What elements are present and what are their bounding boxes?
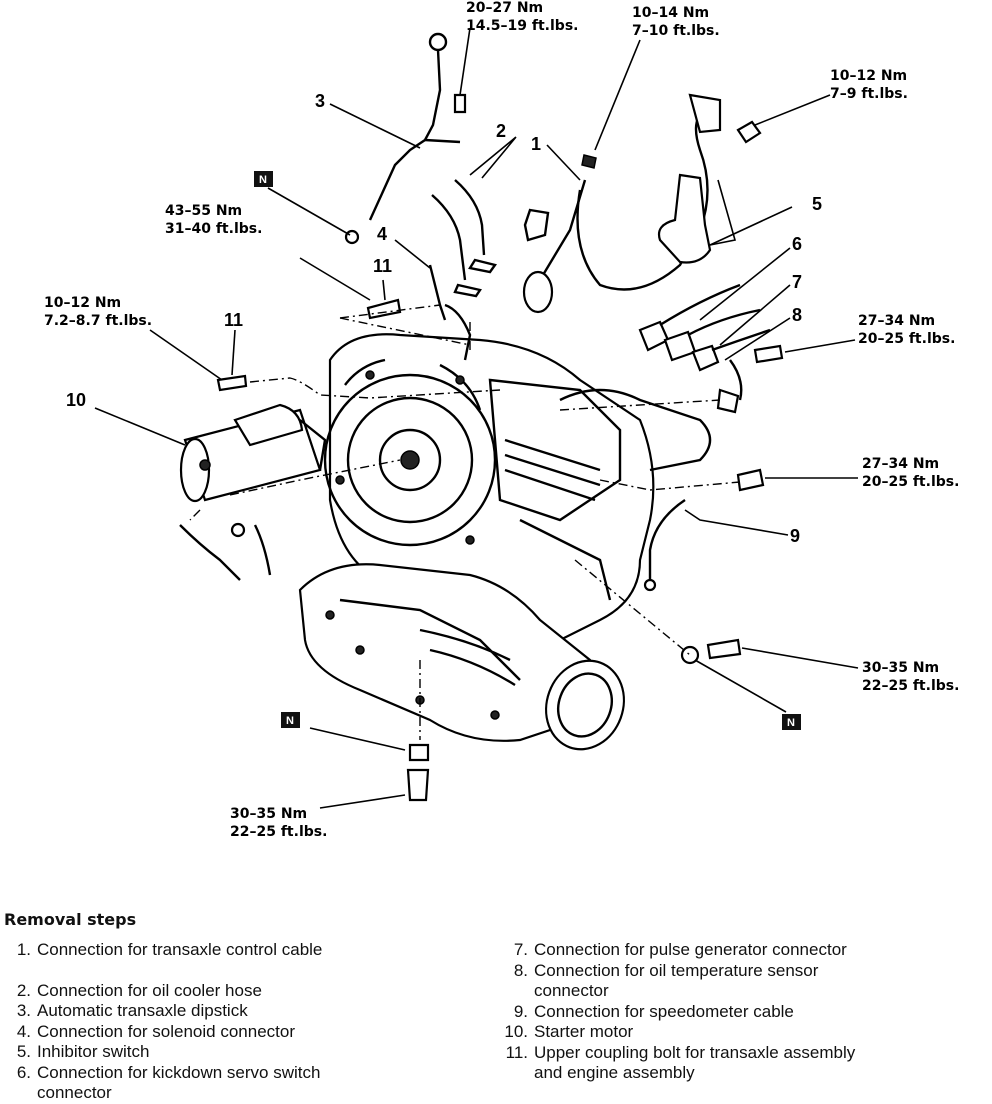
removal-step: 10. Starter motor	[501, 1022, 981, 1043]
step-number: 5.	[16, 1042, 31, 1061]
callout-2: 2	[496, 121, 506, 141]
step-number: 3.	[16, 1001, 31, 1020]
step-number: 7.	[513, 940, 528, 959]
alignment-lines	[189, 304, 741, 740]
new-part-marker-3: N	[782, 714, 801, 730]
callout-8: 8	[792, 305, 802, 325]
torque-label-nm: 30–35 Nm	[862, 660, 939, 676]
torque-label-ftlbs: 22–25 ft.lbs.	[862, 678, 959, 694]
removal-steps-right-column: 7. Connection for pulse generator connec…	[501, 940, 981, 1084]
harness-connectors	[638, 283, 784, 492]
removal-step: 8. Connection for oil temperature sensor…	[501, 961, 981, 1002]
dipstick	[344, 32, 461, 245]
bolts	[216, 93, 742, 802]
oil-cooler-hoses	[431, 179, 498, 298]
torque-label-nm: 30–35 Nm	[230, 806, 307, 822]
torque-label-ftlbs: 7–10 ft.lbs.	[632, 23, 720, 39]
torque-label-ftlbs: 14.5–19 ft.lbs.	[466, 18, 578, 34]
differential-housing	[298, 563, 625, 751]
callout-11a: 11	[373, 256, 392, 276]
torque-label-nm: 27–34 Nm	[862, 456, 939, 472]
step-text: Connection for solenoid connector	[37, 1021, 295, 1041]
torque-label-ftlbs: 20–25 ft.lbs.	[862, 474, 959, 490]
step-text: Connection for pulse generator connector	[534, 940, 847, 959]
torque-label-nm: 43–55 Nm	[165, 203, 242, 219]
step-text: Connection for oil temperature sensor co…	[534, 960, 819, 1001]
new-part-marker-2: N	[281, 712, 300, 728]
step-number: 4.	[16, 1021, 31, 1041]
removal-step: 2. Connection for oil cooler hose	[4, 981, 484, 1002]
callout-6: 6	[792, 234, 802, 254]
removal-step: 7. Connection for pulse generator connec…	[501, 940, 981, 961]
step-number: 2.	[16, 980, 31, 1000]
step-text: Connection for kickdown servo switch con…	[37, 1062, 321, 1103]
torque-label-ftlbs: 31–40 ft.lbs.	[165, 221, 262, 237]
callout-3: 3	[315, 91, 325, 111]
control-cable	[522, 154, 597, 314]
torque-label-nm: 10–12 Nm	[44, 295, 121, 311]
removal-step: 5. Inhibitor switch	[4, 1042, 484, 1063]
callout-numbers: 1 2 3 4 5 6 7 8 9 10 11 11	[66, 91, 822, 546]
torque-labels: 20–27 Nm 14.5–19 ft.lbs. 10–14 Nm 7–10 f…	[44, 0, 959, 840]
step-text: Connection for speedometer cable	[534, 1001, 794, 1021]
removal-step: 3. Automatic transaxle dipstick	[4, 1001, 484, 1022]
speedometer-cable	[643, 499, 686, 592]
step-number: 8.	[513, 960, 528, 980]
new-part-marker-1: N	[254, 171, 273, 187]
callout-7: 7	[792, 272, 802, 292]
inhibitor-switch	[576, 93, 762, 291]
removal-steps-left-column: 1. Connection for transaxle control cabl…	[4, 940, 484, 1104]
removal-steps: Removal steps 1. Connection for transaxl…	[4, 910, 988, 1102]
step-number: 1.	[16, 940, 31, 959]
removal-step: 1. Connection for transaxle control cabl…	[4, 940, 484, 961]
step-text: Inhibitor switch	[37, 1042, 150, 1061]
torque-label-ftlbs: 22–25 ft.lbs.	[230, 824, 327, 840]
callout-4: 4	[377, 224, 387, 244]
callout-1: 1	[531, 134, 541, 154]
step-text: Automatic transaxle dipstick	[37, 1001, 248, 1020]
step-text: Starter motor	[534, 1022, 634, 1041]
svg-text:N: N	[787, 717, 795, 729]
step-number: 9.	[513, 1001, 528, 1021]
callout-10: 10	[66, 390, 86, 410]
torque-label-nm: 27–34 Nm	[858, 313, 935, 329]
torque-label-ftlbs: 20–25 ft.lbs.	[858, 331, 955, 347]
removal-step: 6. Connection for kickdown servo switch …	[4, 1063, 484, 1104]
step-number: 6.	[16, 1062, 31, 1082]
step-number: 11.	[505, 1042, 528, 1062]
step-text: Connection for transaxle control cable	[37, 940, 323, 959]
callout-11b: 11	[224, 310, 243, 330]
leader-lines	[94, 27, 859, 809]
removal-step: 11. Upper coupling bolt for transaxle as…	[501, 1043, 981, 1084]
torque-label-nm: 10–12 Nm	[830, 68, 907, 84]
svg-text:N: N	[259, 174, 267, 186]
removal-step: 9. Connection for speedometer cable	[501, 1002, 981, 1023]
transaxle-exploded-diagram: N N N 20–27 Nm 14.5–19 ft.lbs. 10–14 Nm …	[44, 0, 959, 840]
removal-step: 4. Connection for solenoid connector	[4, 1022, 484, 1043]
step-text: Upper coupling bolt for transaxle assemb…	[534, 1042, 856, 1083]
torque-label-nm: 10–14 Nm	[632, 5, 709, 21]
starter-motor	[179, 403, 327, 581]
torque-label-ftlbs: 7–9 ft.lbs.	[830, 86, 908, 102]
step-text: Connection for oil cooler hose	[37, 980, 262, 1000]
step-number: 10.	[504, 1022, 528, 1041]
callout-9: 9	[790, 526, 800, 546]
torque-label-ftlbs: 7.2–8.7 ft.lbs.	[44, 313, 152, 329]
callout-5: 5	[812, 194, 822, 214]
svg-text:N: N	[286, 715, 294, 727]
removal-steps-title: Removal steps	[4, 910, 137, 929]
torque-label-nm: 20–27 Nm	[466, 0, 543, 16]
